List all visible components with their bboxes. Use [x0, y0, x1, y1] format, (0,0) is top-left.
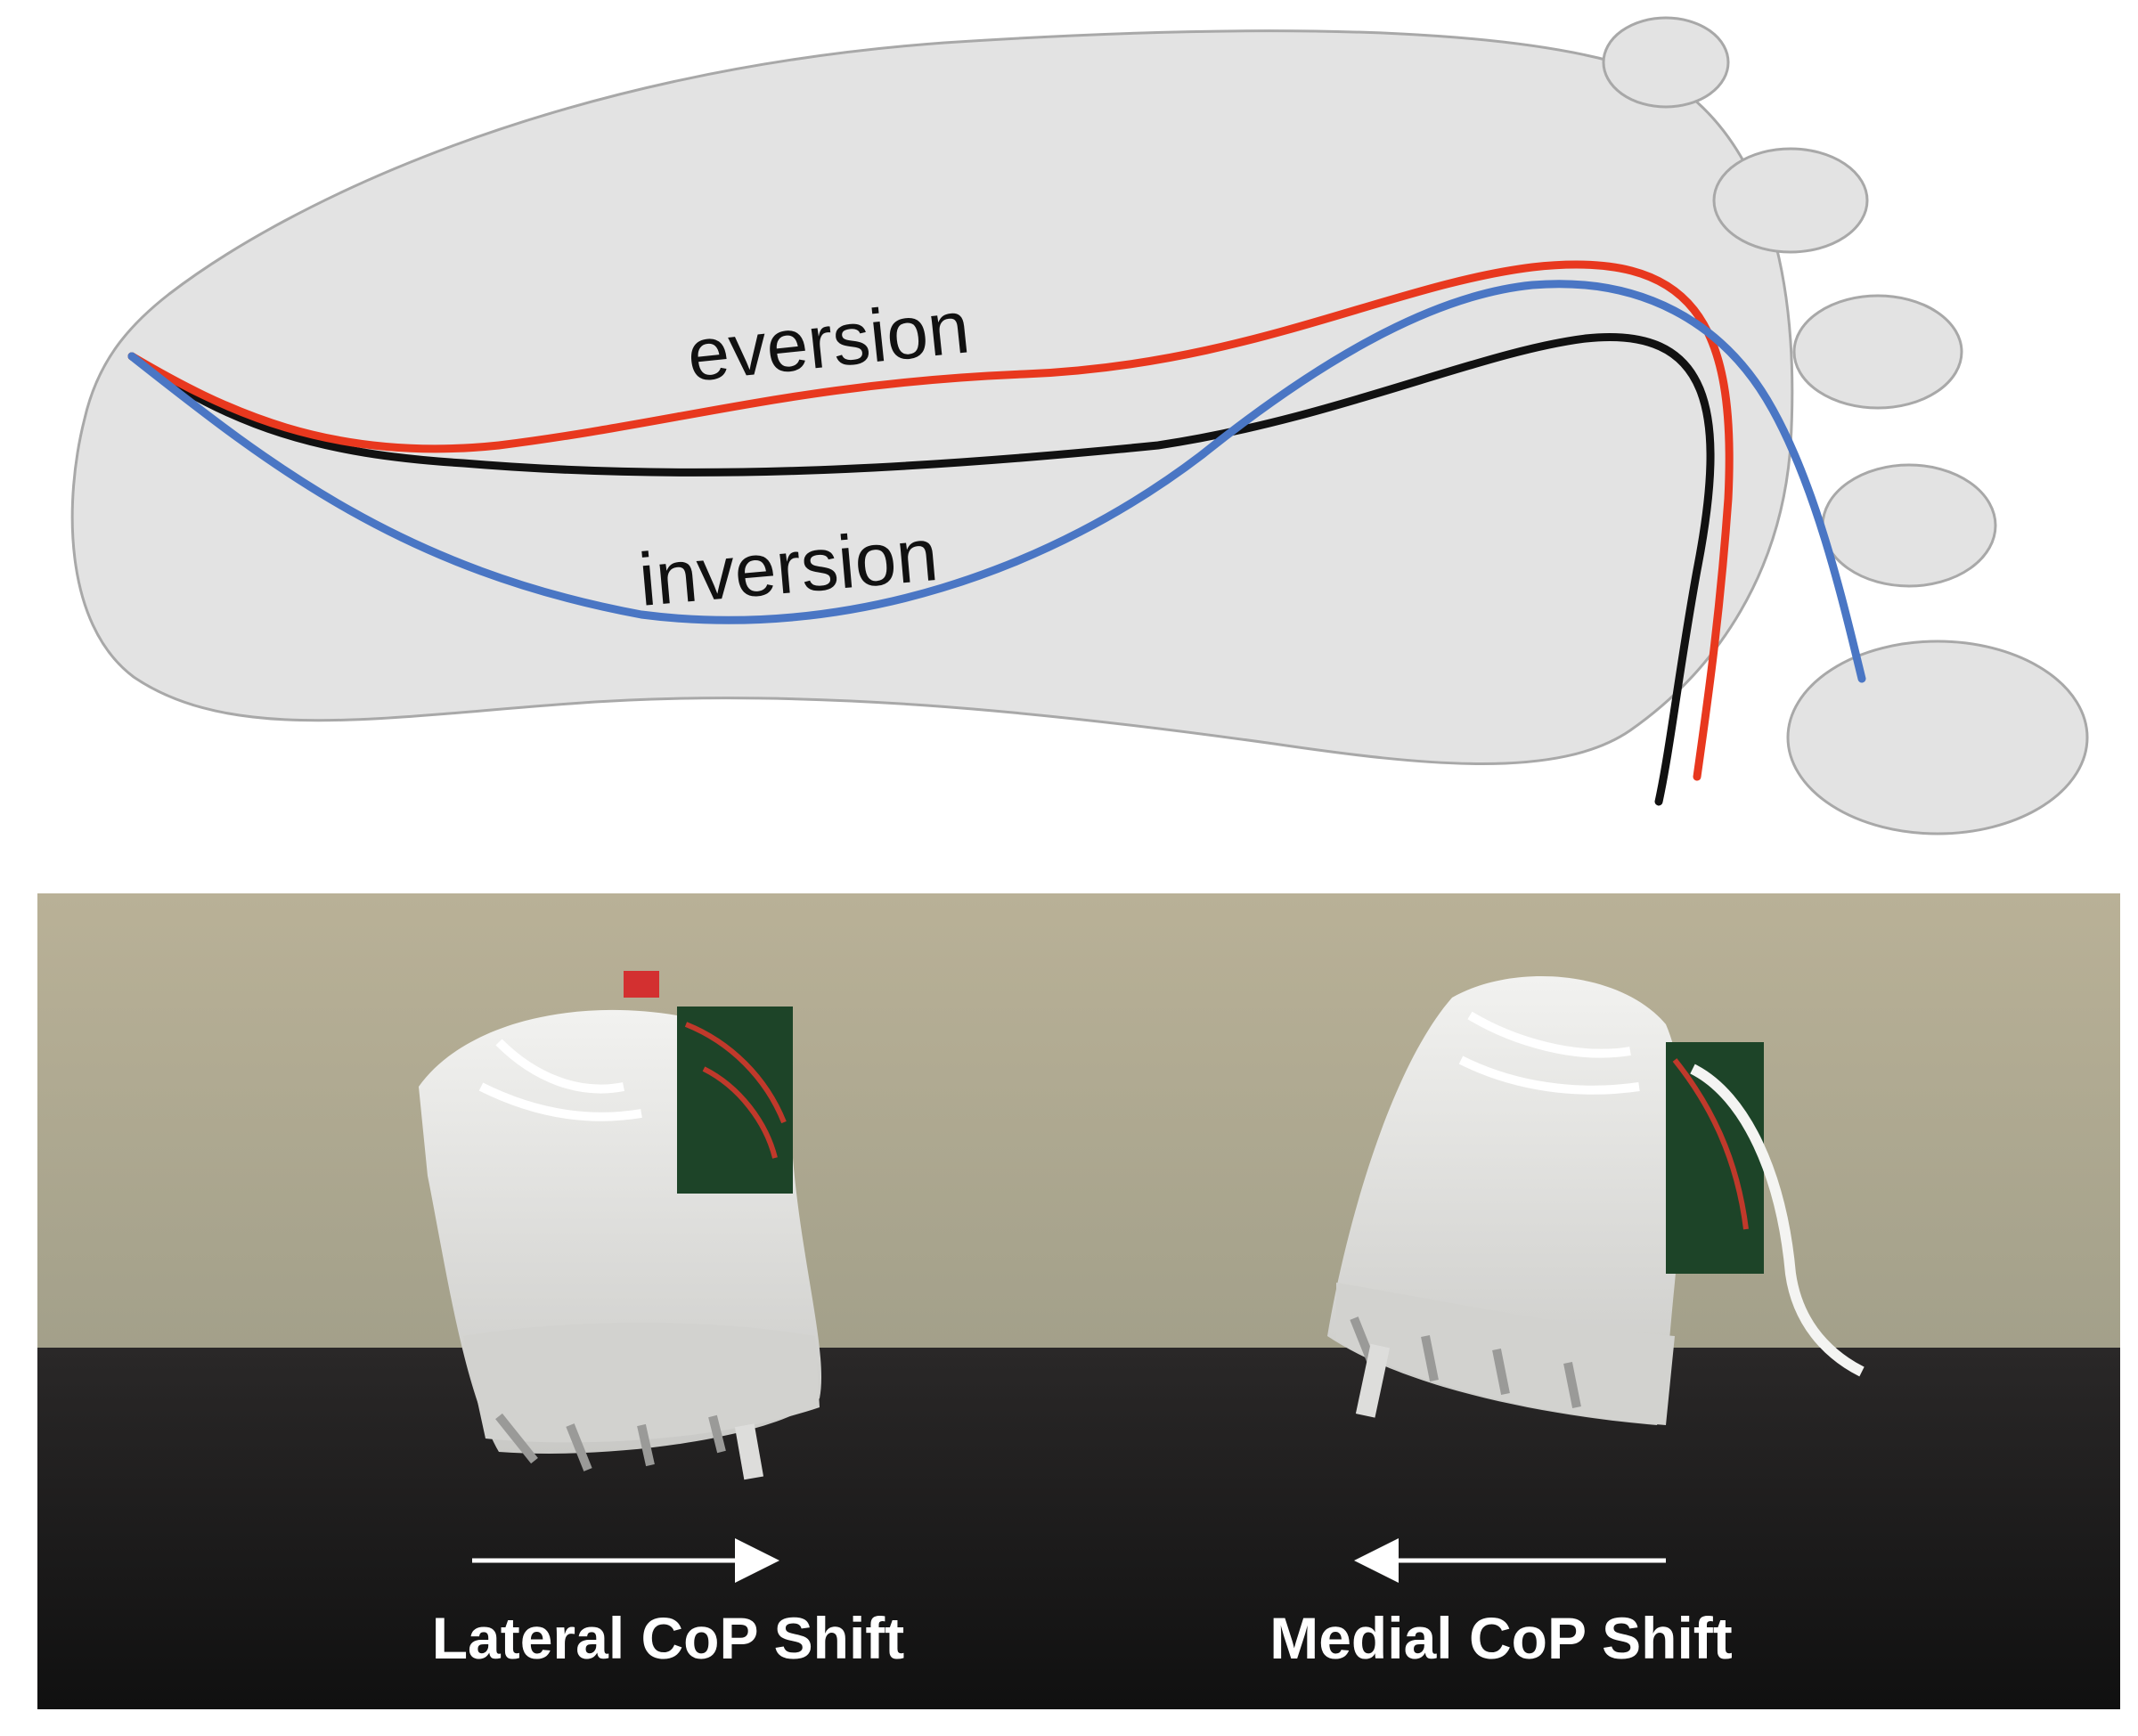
photo-panel-right: [1140, 893, 2120, 1709]
instrumented-shoe-medial: [1327, 976, 1865, 1425]
toe-3-shape: [1792, 294, 1963, 410]
neutral-cop-curve: [127, 333, 1715, 806]
cop-trajectories: [127, 260, 1866, 806]
toe-5-shape: [1602, 16, 1730, 109]
inversion-cop-curve: [127, 280, 1866, 683]
instrumented-shoe-lateral: [419, 971, 822, 1480]
medial-cop-shift-caption: Medial CoP Shift: [1269, 1605, 1733, 1671]
lateral-cop-shift-caption: Lateral CoP Shift: [432, 1605, 905, 1671]
toe-4-shape: [1712, 147, 1869, 254]
big-toe-shape: [1786, 640, 2089, 835]
eversion-cop-curve: [127, 260, 1734, 781]
toe-2-shape: [1821, 463, 1997, 588]
photo-panel-left: [37, 893, 1140, 1709]
foot-sole-shape: [70, 29, 1794, 765]
